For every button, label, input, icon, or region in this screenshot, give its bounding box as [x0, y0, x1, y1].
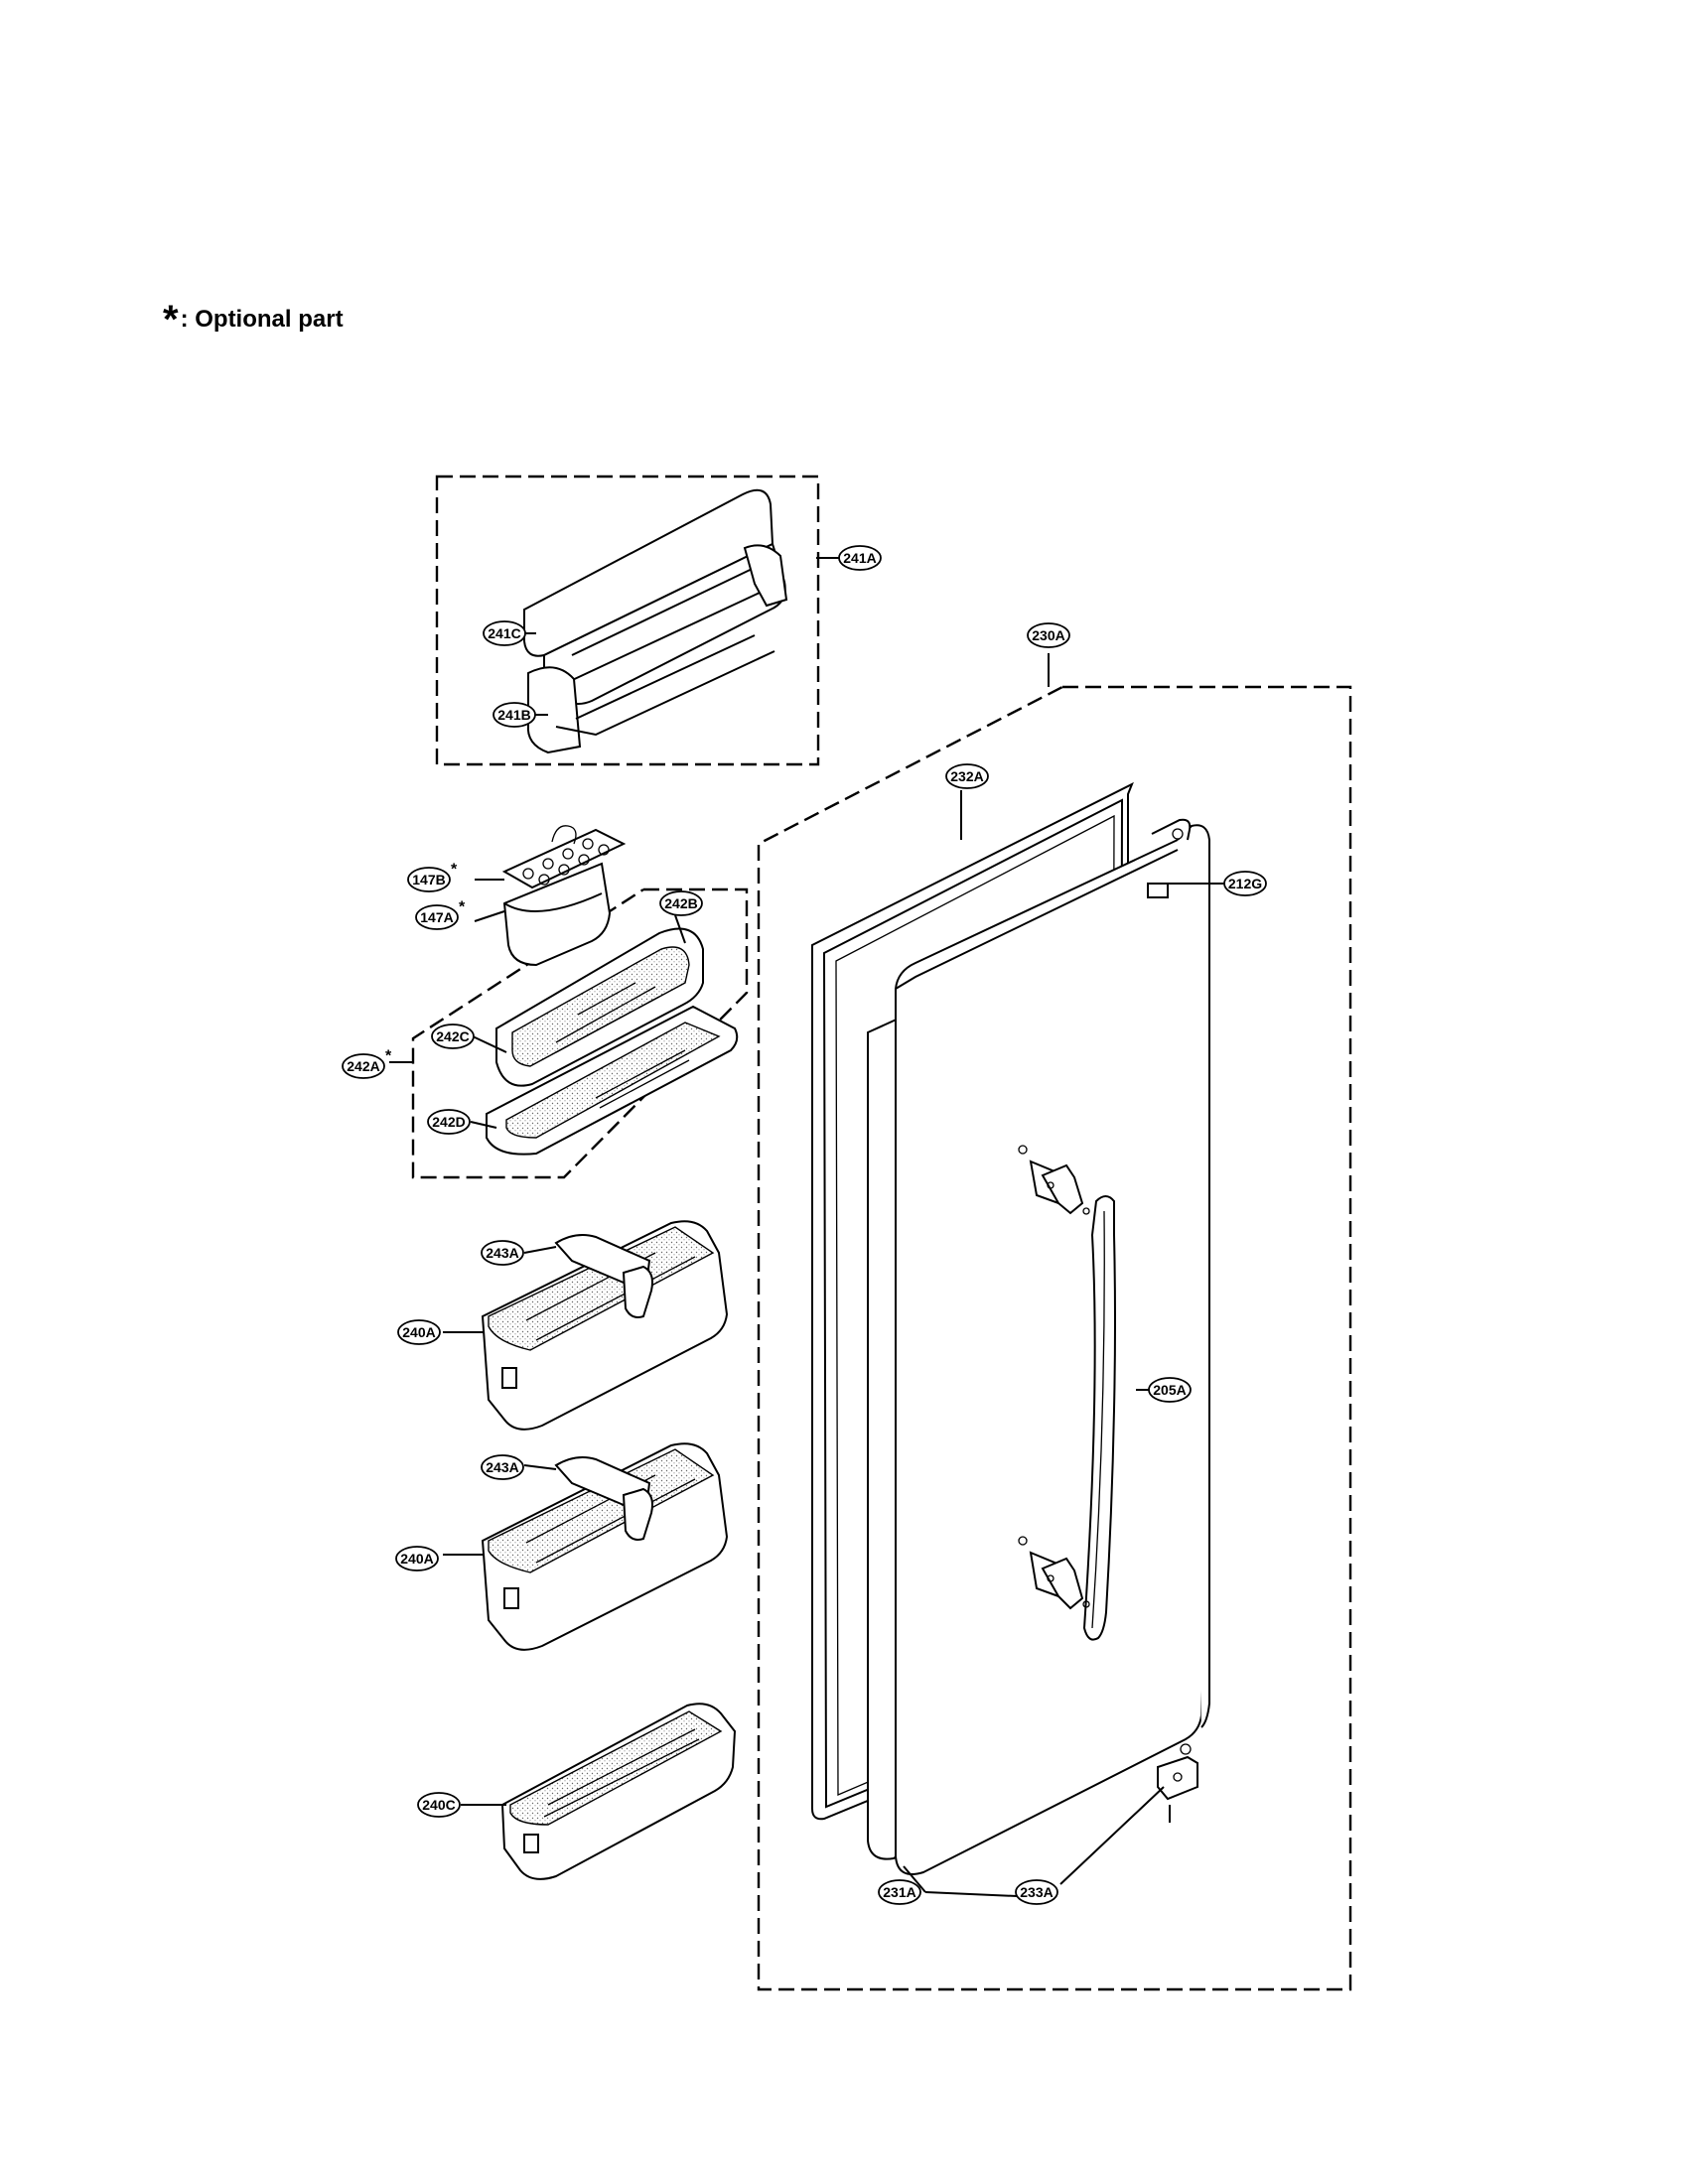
callout-147B-text: 147B — [412, 872, 445, 887]
callout-242D: 242D — [427, 1109, 471, 1135]
callout-241B: 241B — [492, 702, 536, 728]
callout-241A-text: 241A — [843, 550, 876, 566]
door-bin-240A-lower — [481, 1442, 729, 1651]
callout-230A-text: 230A — [1032, 627, 1064, 643]
callout-240C: 240C — [417, 1792, 461, 1818]
callout-241C: 241C — [483, 620, 526, 646]
optional-part-label: : Optional part — [180, 306, 344, 333]
callout-242A-text: 242A — [347, 1058, 379, 1074]
callout-205A: 205A — [1148, 1377, 1192, 1403]
callout-242C-text: 242C — [436, 1028, 469, 1044]
callout-240A-lower: 240A — [395, 1546, 439, 1571]
basket-242 — [486, 927, 739, 1156]
optional-part-asterisk: * — [163, 298, 179, 341]
egg-tray-147 — [501, 825, 627, 967]
callout-243A-lower-text: 243A — [486, 1459, 518, 1475]
callout-147A-text: 147A — [420, 909, 453, 925]
callout-232A: 232A — [945, 763, 989, 789]
leader-lines — [389, 557, 1225, 1897]
callout-240C-text: 240C — [422, 1797, 455, 1813]
door-handle-205A — [1018, 1145, 1116, 1641]
callout-243A-lower: 243A — [481, 1454, 524, 1480]
callout-243A-upper-text: 243A — [486, 1245, 518, 1261]
callout-242D-text: 242D — [432, 1114, 465, 1130]
optional-part-legend: *: Optional part — [163, 298, 344, 342]
callout-147A-asterisk: * — [459, 899, 466, 916]
callout-233A: 233A — [1015, 1879, 1058, 1905]
callout-242B-text: 242B — [664, 895, 697, 911]
group-box-241A — [435, 475, 820, 766]
callout-231A: 231A — [878, 1879, 921, 1905]
callout-242B: 242B — [659, 890, 703, 916]
callout-147A: 147A * — [415, 899, 466, 930]
callout-242A-asterisk: * — [385, 1048, 392, 1065]
door-bin-240A-upper — [481, 1220, 729, 1431]
callout-243A-upper: 243A — [481, 1240, 524, 1266]
callout-240A-lower-text: 240A — [400, 1551, 433, 1567]
door-basket-241 — [523, 488, 788, 754]
callout-212G: 212G — [1223, 871, 1267, 896]
callout-242C: 242C — [431, 1024, 475, 1049]
callout-241A: 241A — [838, 545, 882, 571]
door-bin-240C — [500, 1703, 737, 1880]
callout-147B: 147B * — [407, 862, 458, 892]
callout-231A-text: 231A — [883, 1884, 915, 1900]
callout-240A-upper: 240A — [397, 1319, 441, 1345]
callout-205A-text: 205A — [1153, 1382, 1186, 1398]
callout-230A: 230A — [1027, 622, 1070, 648]
callout-241C-text: 241C — [488, 625, 520, 641]
group-box-230A — [757, 685, 1352, 1991]
callout-241B-text: 241B — [497, 707, 530, 723]
callout-233A-text: 233A — [1020, 1884, 1053, 1900]
group-box-242A — [411, 887, 749, 1179]
door-hinge-233A — [1157, 1743, 1198, 1823]
callout-147B-asterisk: * — [451, 862, 458, 879]
callout-242A: 242A * — [342, 1048, 392, 1079]
callout-232A-text: 232A — [950, 768, 983, 784]
door-panel-230A — [895, 818, 1210, 1875]
callout-212G-text: 212G — [1228, 876, 1262, 891]
callout-240A-upper-text: 240A — [402, 1324, 435, 1340]
